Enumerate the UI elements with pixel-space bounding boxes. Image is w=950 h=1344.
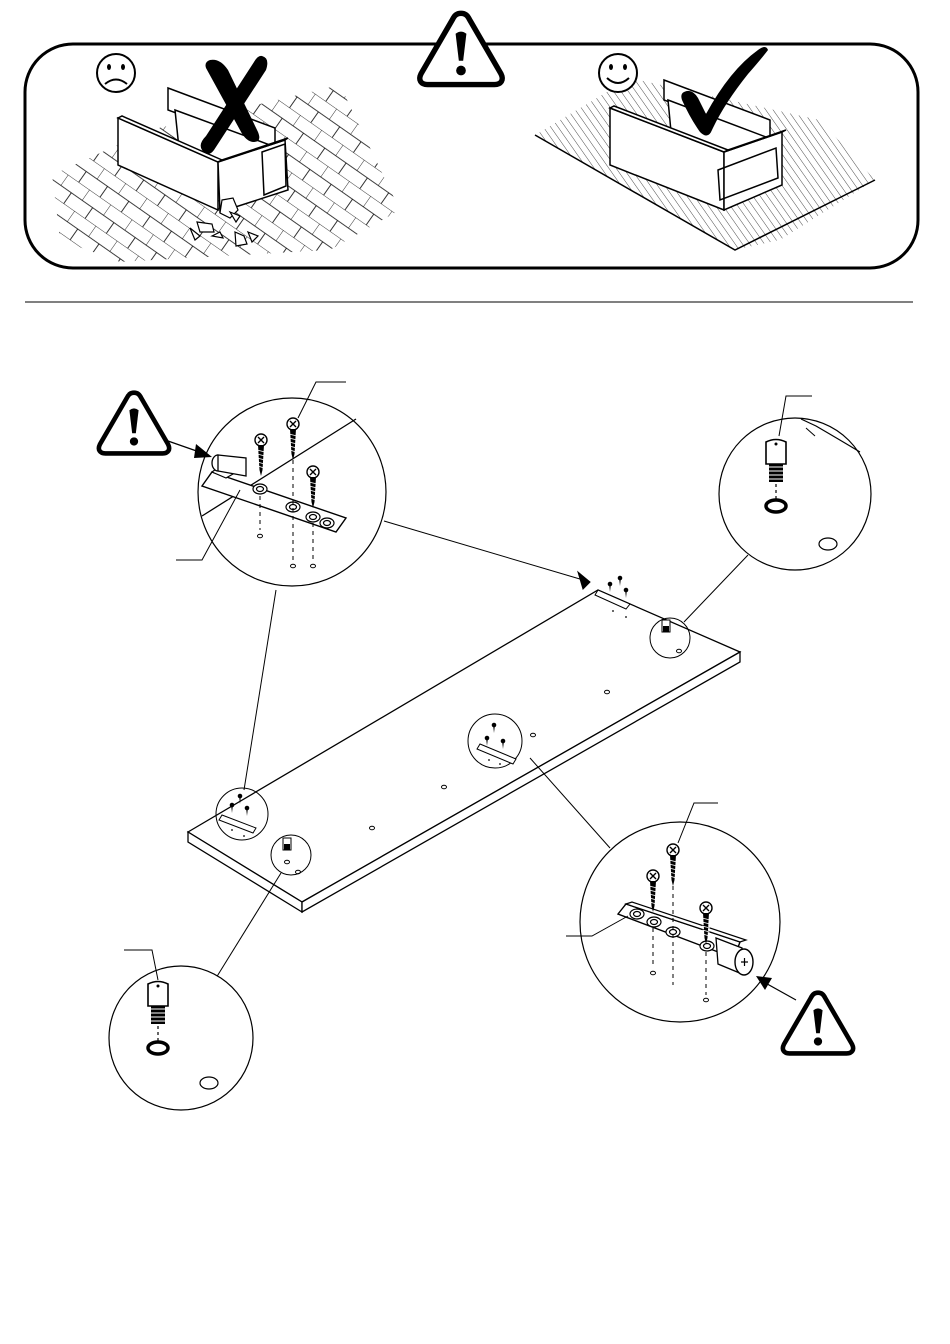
foot-detail-bottom-left [109,950,253,1110]
hinge-detail-top-left [168,382,386,586]
warning-icon-right [783,993,853,1054]
sad-face-icon [97,54,135,92]
warning-panel [25,13,918,268]
assembly-step [99,382,871,1110]
warning-icon-left [99,393,169,454]
hinge-detail-bottom-right [566,803,796,1022]
smiley-face-icon [599,54,637,92]
foot-detail-top-right [719,396,871,570]
